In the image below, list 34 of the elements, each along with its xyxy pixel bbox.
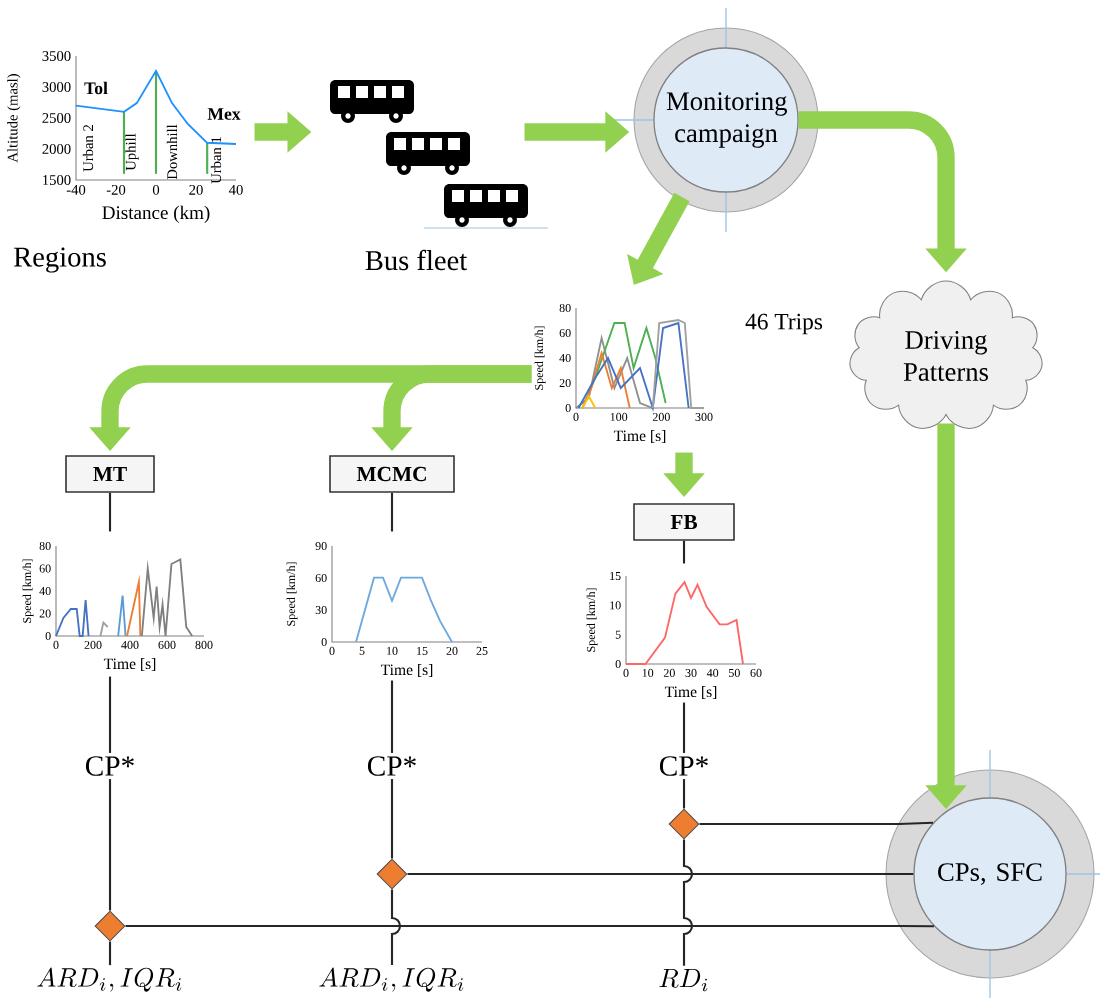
connector-line <box>682 702 686 753</box>
diamond-marker <box>376 858 408 890</box>
bus-drawing <box>330 80 549 229</box>
connector-line <box>108 676 112 753</box>
connector-line <box>407 872 914 876</box>
chart-annotation: Tol <box>84 81 108 95</box>
diamond-marker <box>668 808 700 840</box>
axis-label: Distance (km) <box>102 205 210 223</box>
connector-line <box>682 779 686 809</box>
node-label: CP* <box>367 756 416 776</box>
connector-line <box>682 540 686 564</box>
output-label: $RD_i$ <box>659 968 708 992</box>
output-label: $ARD_i, IQR_i$ <box>319 967 464 992</box>
connector-line <box>125 924 934 928</box>
connector-line <box>699 821 934 826</box>
method-box: MCMC <box>329 455 455 493</box>
diamond-marker <box>94 910 126 942</box>
caption-text: Regions <box>13 247 106 273</box>
node-label: CP* <box>85 756 134 776</box>
connector-line <box>108 779 112 911</box>
node-label: CP* <box>659 756 708 776</box>
connector-line <box>108 492 112 532</box>
connector-line <box>108 941 112 966</box>
caption-text: 46 Trips <box>745 313 823 335</box>
output-label: $ARD_i, IQR_i$ <box>37 967 182 992</box>
connector-line <box>390 492 394 532</box>
method-box: MT <box>65 455 155 493</box>
caption-text: Bus fleet <box>365 249 468 271</box>
connector-line <box>390 889 402 966</box>
chart-annotation: Mex <box>207 108 241 120</box>
connector-line <box>390 779 394 859</box>
connector-line <box>682 839 694 966</box>
connector-line <box>390 680 394 753</box>
method-box: FB <box>633 503 735 541</box>
